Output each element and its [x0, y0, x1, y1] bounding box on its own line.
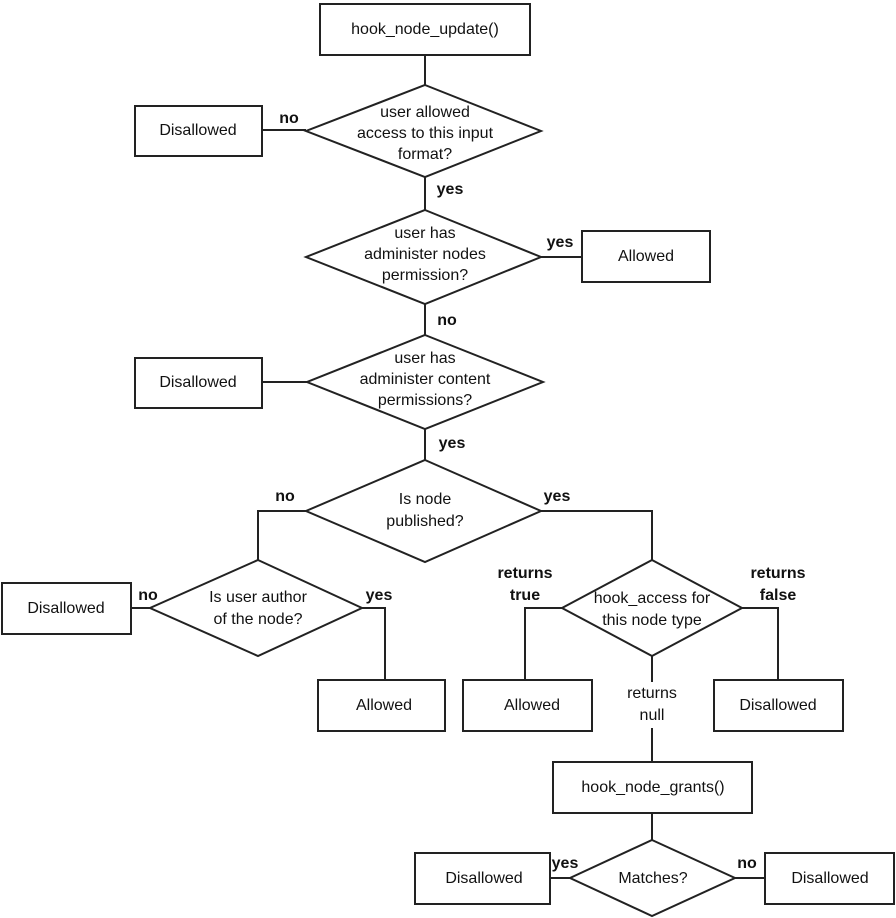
- decision-matches-label: Matches?: [618, 870, 687, 887]
- decision-user-author: Is user author of the node?: [147, 558, 365, 658]
- edge-label-d1-yes: yes: [437, 181, 464, 198]
- decision-administer-content-line2: administer content: [360, 371, 491, 388]
- terminal-allowed-1-label: Allowed: [618, 248, 674, 265]
- decision-hook-access: hook_access for this node type: [559, 558, 745, 658]
- decision-node-published-line2: published?: [386, 513, 464, 530]
- edge-label-d5-yes: yes: [366, 587, 393, 604]
- decision-user-author-line2: of the node?: [214, 611, 303, 628]
- edge-label-returns-false-line2: false: [760, 587, 797, 604]
- edge-label-returns-true-line2: true: [510, 587, 540, 604]
- decision-administer-nodes-line2: administer nodes: [364, 246, 486, 263]
- edge-label-d2-no: no: [437, 312, 457, 329]
- edge-label-d4-no: no: [275, 488, 295, 505]
- terminal-disallowed-2: Disallowed: [134, 357, 263, 409]
- process-hook-node-grants: hook_node_grants(): [552, 761, 753, 814]
- connector-d4-no: [257, 510, 306, 560]
- terminal-disallowed-6: Disallowed: [764, 852, 895, 905]
- terminal-disallowed-5: Disallowed: [414, 852, 551, 905]
- terminal-disallowed-3: Disallowed: [1, 582, 132, 635]
- process-hook-node-update-label: hook_node_update(): [351, 21, 499, 38]
- terminal-disallowed-4-label: Disallowed: [739, 697, 816, 714]
- decision-administer-nodes-line3: permission?: [382, 267, 468, 284]
- decision-hook-access-line1: hook_access for: [594, 590, 711, 607]
- decision-input-format-access: user allowed access to this input format…: [303, 83, 544, 179]
- edge-label-returns-true-line1: returns: [497, 565, 552, 582]
- edge-label-d4-yes: yes: [544, 488, 571, 505]
- edge-label-d5-no: no: [138, 587, 158, 604]
- terminal-disallowed-3-label: Disallowed: [27, 600, 104, 617]
- process-hook-node-update: hook_node_update(): [319, 3, 531, 56]
- edge-label-returns-null-line1: returns: [627, 685, 677, 702]
- decision-input-format-line2: access to this input: [357, 125, 494, 142]
- decision-user-author-line1: Is user author: [209, 589, 308, 606]
- terminal-allowed-2: Allowed: [317, 679, 446, 732]
- terminal-disallowed-6-label: Disallowed: [791, 870, 868, 887]
- decision-node-published: Is node published?: [303, 458, 544, 564]
- decision-matches: Matches?: [567, 838, 738, 918]
- connector-d4-yes: [541, 510, 653, 560]
- decision-administer-content-line3: permissions?: [378, 392, 472, 409]
- edge-label-d3-yes: yes: [439, 435, 466, 452]
- process-hook-node-grants-label: hook_node_grants(): [581, 779, 724, 796]
- terminal-disallowed-1: Disallowed: [134, 105, 263, 157]
- connector-d6-false: [742, 607, 779, 680]
- terminal-allowed-1: Allowed: [581, 230, 711, 283]
- decision-administer-nodes-line1: user has: [394, 225, 455, 242]
- edge-label-d1-no: no: [279, 110, 299, 127]
- decision-node-published-line1: Is node: [399, 491, 452, 508]
- decision-input-format-line3: format?: [398, 146, 452, 163]
- decision-administer-content: user has administer content permissions?: [304, 333, 546, 431]
- terminal-disallowed-1-label: Disallowed: [159, 122, 236, 139]
- edge-label-d2-yes: yes: [547, 234, 574, 251]
- terminal-disallowed-2-label: Disallowed: [159, 374, 236, 391]
- connectors: [131, 55, 779, 879]
- decision-administer-nodes: user has administer nodes permission?: [303, 208, 544, 306]
- edge-labels: no yes yes no yes no yes no yes returns …: [138, 110, 805, 872]
- edge-label-returns-false-line1: returns: [750, 565, 805, 582]
- decision-hook-access-line2: this node type: [602, 612, 702, 629]
- terminal-allowed-3: Allowed: [462, 679, 593, 732]
- connector-d6-true: [524, 607, 562, 680]
- edge-label-d7-yes: yes: [552, 855, 579, 872]
- decision-input-format-line1: user allowed: [380, 104, 470, 121]
- terminal-allowed-2-label: Allowed: [356, 697, 412, 714]
- connector-d5-yes: [362, 607, 386, 680]
- terminal-disallowed-5-label: Disallowed: [445, 870, 522, 887]
- edge-label-returns-null-line2: null: [640, 707, 665, 724]
- decision-administer-content-line1: user has: [394, 350, 455, 367]
- terminal-allowed-3-label: Allowed: [504, 697, 560, 714]
- terminal-disallowed-4: Disallowed: [713, 679, 844, 732]
- edge-label-d7-no: no: [737, 855, 757, 872]
